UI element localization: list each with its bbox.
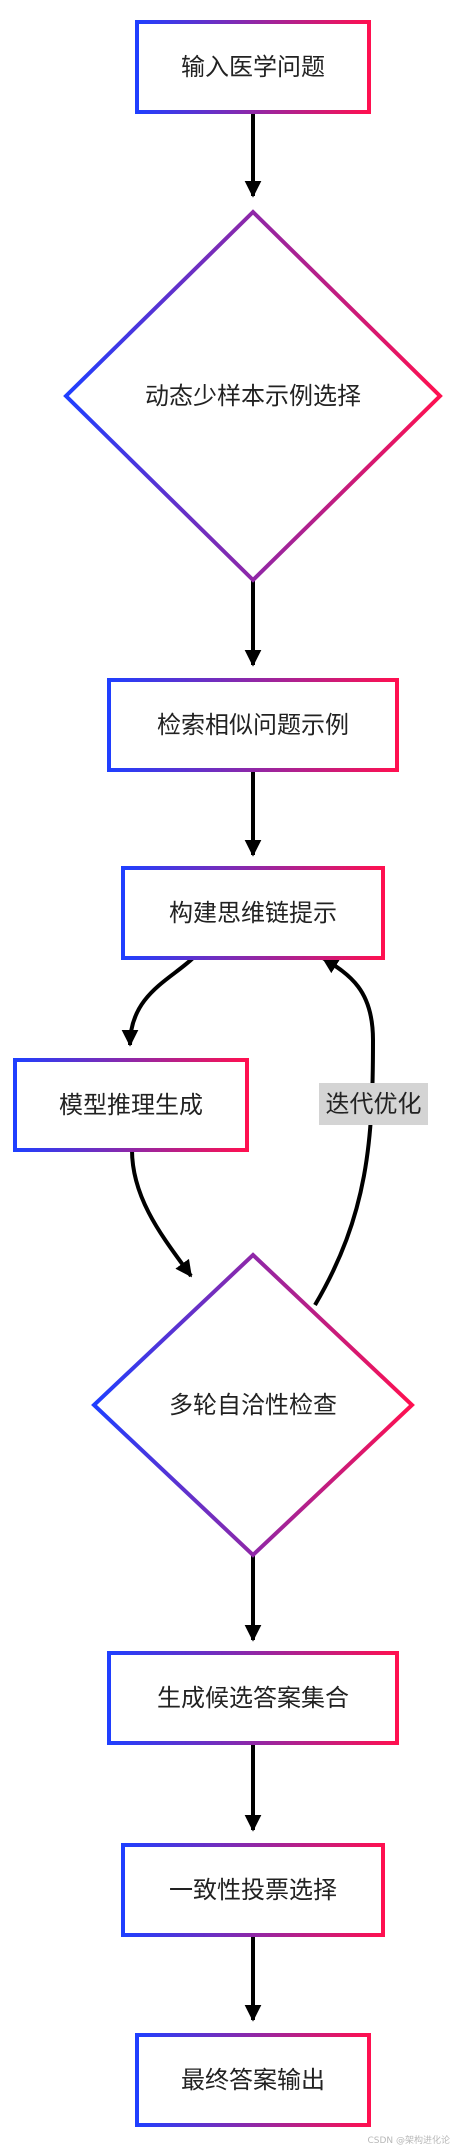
node-vote: 一致性投票选择 xyxy=(121,1843,385,1937)
node-consistency: 多轮自洽性检查 xyxy=(91,1252,415,1558)
edges xyxy=(121,112,376,2022)
node-output-label: 最终答案输出 xyxy=(181,2066,325,2094)
edge-infer-to-consistency xyxy=(130,1149,193,1278)
node-cot: 构建思维链提示 xyxy=(121,866,385,960)
node-infer: 模型推理生成 xyxy=(13,1058,249,1152)
edge-label-iterate: 迭代优化 xyxy=(319,1083,428,1125)
node-cot-label: 构建思维链提示 xyxy=(169,899,337,927)
node-output: 最终答案输出 xyxy=(135,2033,371,2127)
node-retrieve-label: 检索相似问题示例 xyxy=(157,711,349,739)
edge-cot-to-infer xyxy=(121,956,195,1047)
watermark: CSDN @架构进化论 xyxy=(367,2134,450,2146)
node-infer-label: 模型推理生成 xyxy=(59,1091,203,1119)
node-candidates-label: 生成候选答案集合 xyxy=(157,1684,349,1712)
node-retrieve: 检索相似问题示例 xyxy=(107,678,399,772)
node-fewshot: 动态少样本示例选择 xyxy=(63,209,443,583)
edge-consistency-to-cot xyxy=(313,956,376,1307)
node-vote-label: 一致性投票选择 xyxy=(169,1876,337,1904)
edge-label-text: 迭代优化 xyxy=(326,1090,422,1118)
node-input-label: 输入医学问题 xyxy=(181,53,325,81)
node-consistency-label: 多轮自洽性检查 xyxy=(169,1391,337,1419)
node-candidates: 生成候选答案集合 xyxy=(107,1651,399,1745)
node-fewshot-label: 动态少样本示例选择 xyxy=(145,382,361,410)
node-input: 输入医学问题 xyxy=(135,20,371,114)
edge-label-background xyxy=(319,1083,428,1125)
